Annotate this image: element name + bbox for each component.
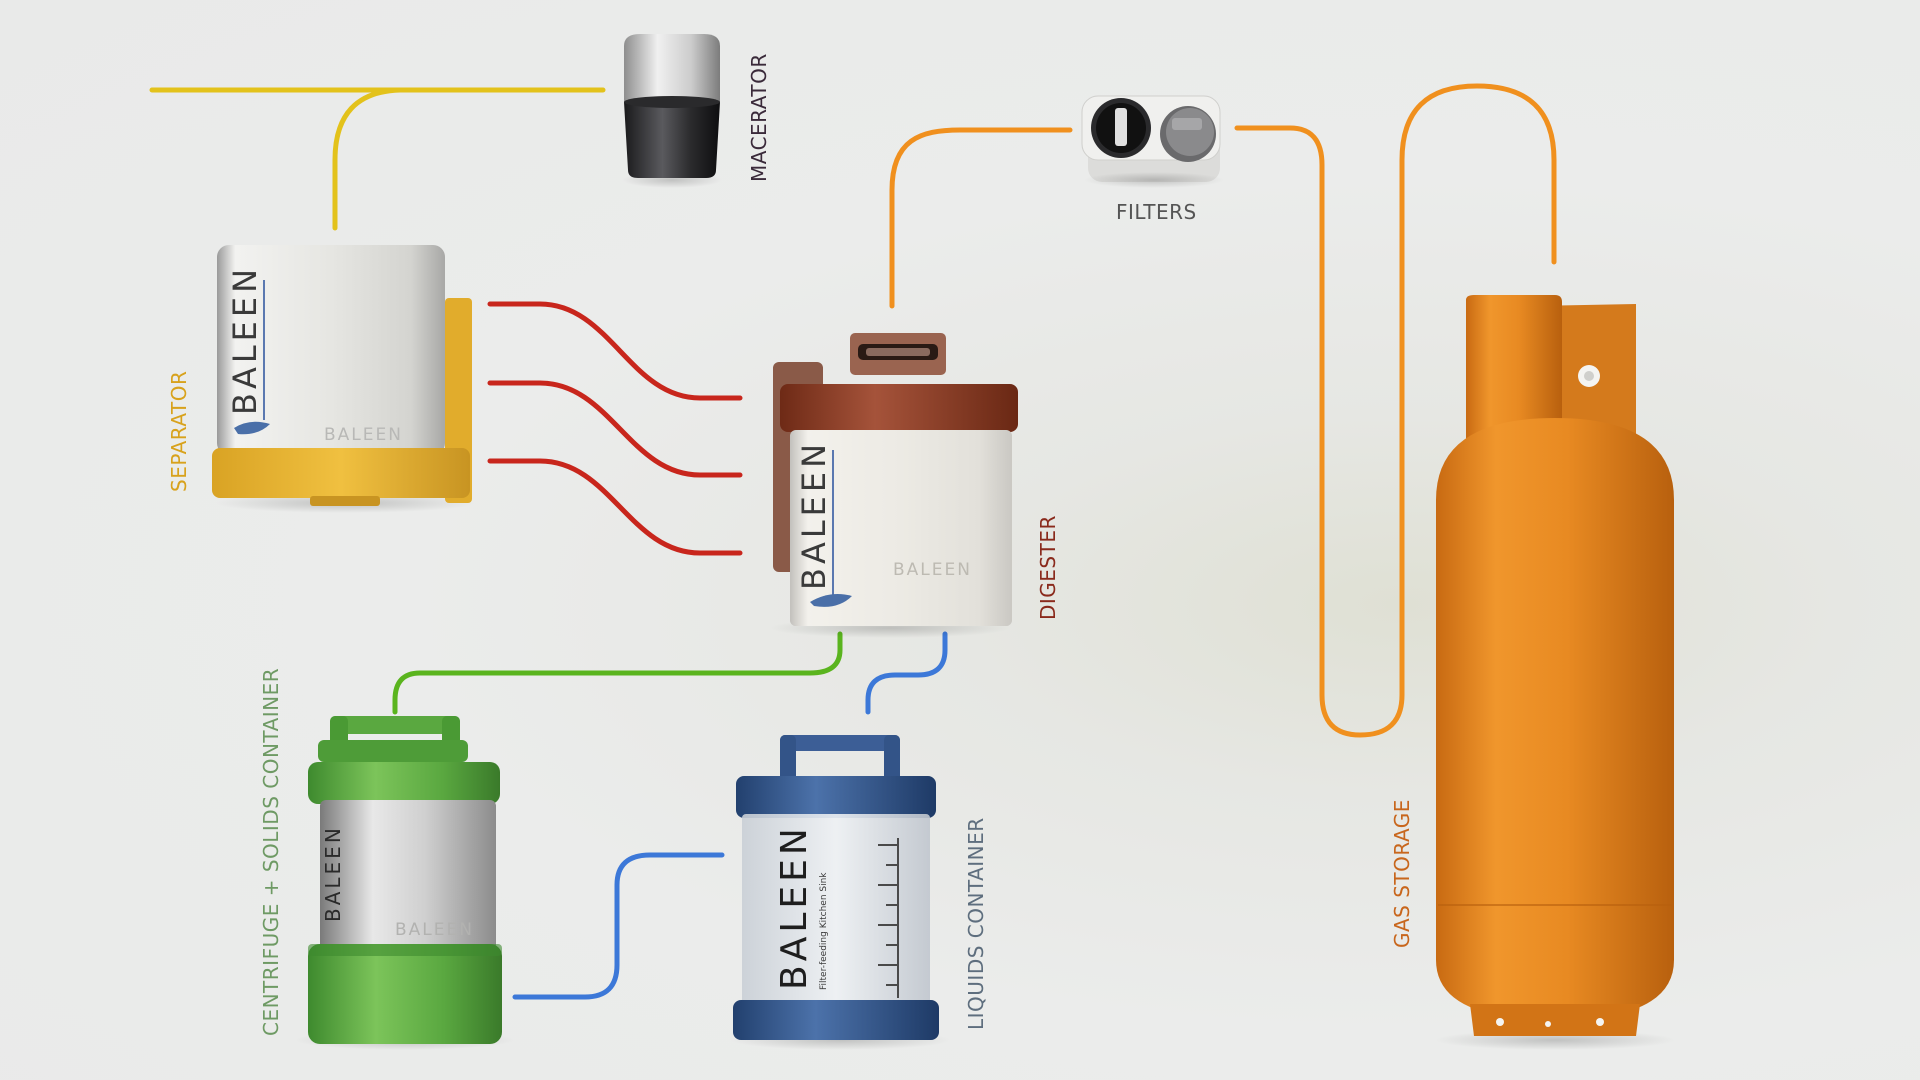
liquids-brand-vertical: BALEEN xyxy=(774,824,815,990)
centrifuge-brand-small: BALEEN xyxy=(395,920,474,940)
liquids-container: BALEEN Filter-feeding Kitchen Sink xyxy=(730,735,950,1050)
blue-pipe-centrifuge-liquids xyxy=(512,852,725,1000)
orange-pipe-digester-filters xyxy=(889,127,1073,309)
gas-storage-label: GAS STORAGE xyxy=(1390,799,1414,948)
liquids-brand-tagline: Filter-feeding Kitchen Sink xyxy=(819,872,829,990)
red-pipe-2 xyxy=(487,380,743,478)
macerator xyxy=(622,34,722,188)
orange-pipe-filters-gas xyxy=(1234,83,1557,738)
filters-label: FILTERS xyxy=(1116,200,1197,224)
liquids-label: LIQUIDS CONTAINER xyxy=(964,817,988,1030)
blue-pipe-digester-liquids xyxy=(865,631,948,715)
digester-brand-vertical: BALEEN xyxy=(795,440,833,590)
centrifuge-brand-vertical: BALEEN xyxy=(321,825,345,922)
digester-label: DIGESTER xyxy=(1036,515,1060,620)
filters xyxy=(1081,95,1224,188)
separator: BALEEN BALEEN xyxy=(212,245,475,513)
separator-label: SEPARATOR xyxy=(167,370,191,492)
gas-cylinder xyxy=(1435,295,1675,1050)
centrifuge-label: CENTRIFUGE + SOLIDS CONTAINER xyxy=(259,667,283,1036)
digester-brand-small: BALEEN xyxy=(893,560,972,580)
red-pipe-3 xyxy=(487,458,743,556)
yellow-pipe-drop xyxy=(332,87,403,231)
green-pipe xyxy=(392,631,843,715)
separator-brand-small: BALEEN xyxy=(324,425,403,445)
centrifuge-solids-container: BALEEN BALEEN xyxy=(295,716,515,1050)
separator-brand-vertical: BALEEN xyxy=(226,265,264,415)
red-pipe-1 xyxy=(487,301,743,401)
macerator-label: MACERATOR xyxy=(747,53,771,182)
digester: BALEEN BALEEN xyxy=(770,333,1018,638)
pipes xyxy=(149,83,1557,1000)
